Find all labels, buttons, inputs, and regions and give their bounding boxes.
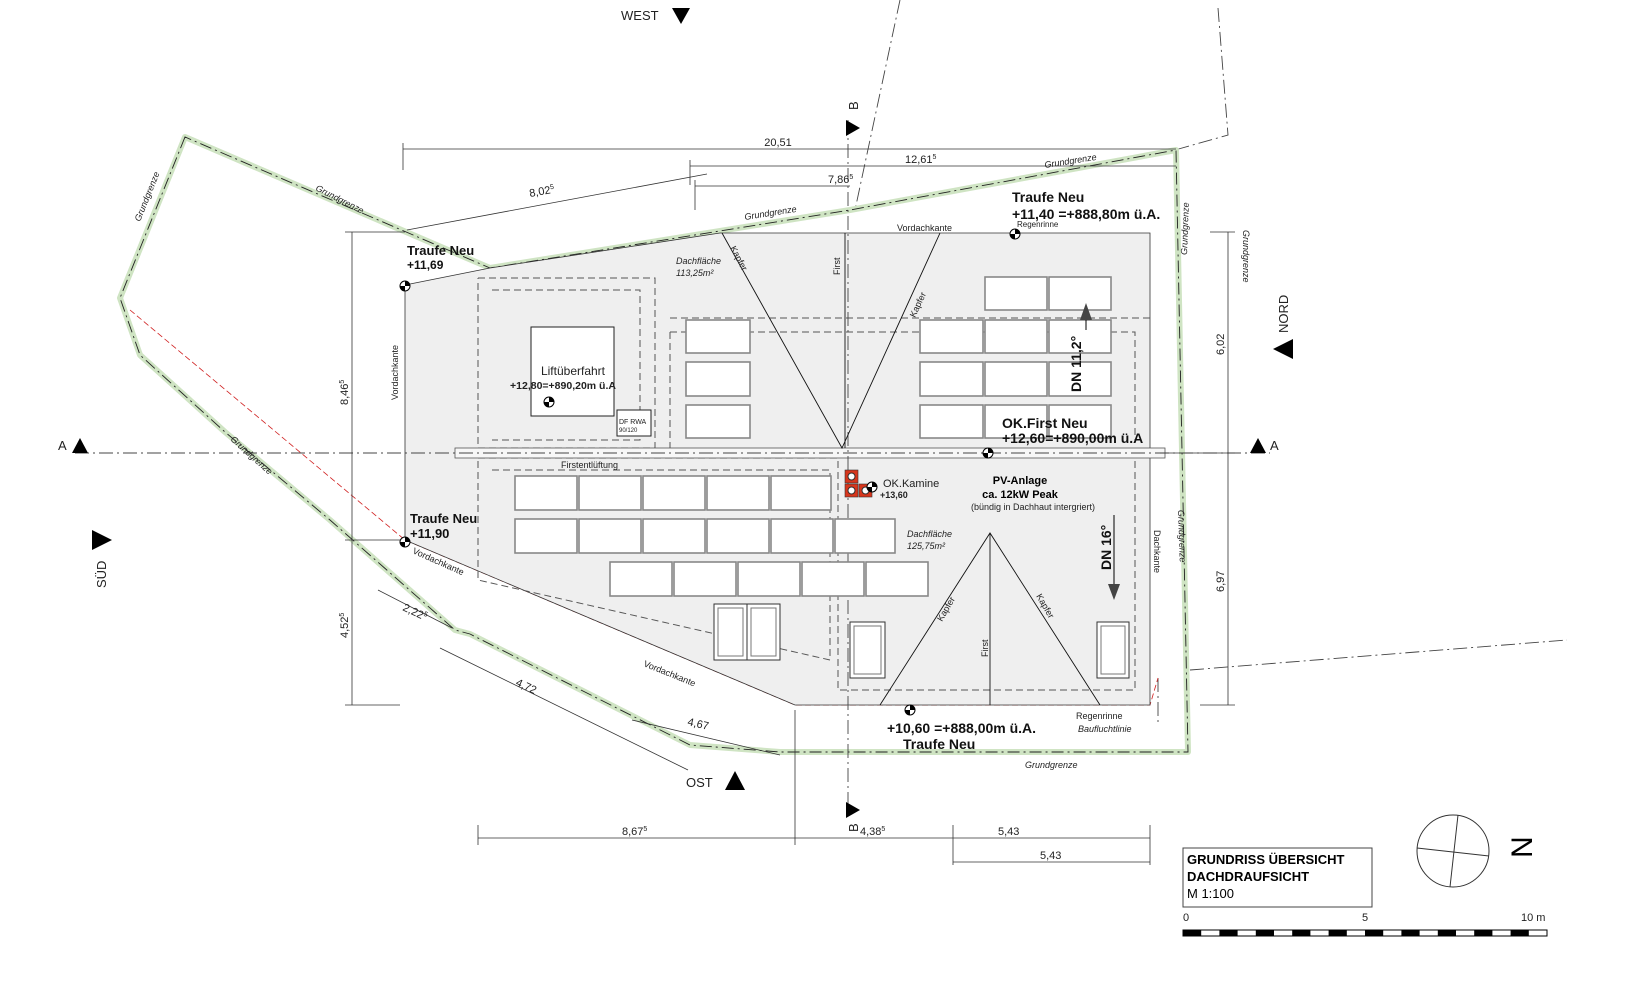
- title-line-1: GRUNDRISS ÜBERSICHT: [1187, 852, 1345, 867]
- dachkante-label: Dachkante: [1152, 530, 1162, 573]
- dn-11-2-label: DN 11,2°: [1068, 336, 1084, 392]
- north-compass-icon: [1416, 814, 1490, 888]
- df-rwa-label: DF RWA: [619, 419, 647, 426]
- lift-level: +12,80=+890,20m ü.A: [510, 380, 616, 392]
- section-b-arrow-icon: [846, 120, 860, 136]
- traufe-level-bottom: +10,60 =+888,00m ü.A.: [887, 720, 1036, 736]
- df-rwa-box: [616, 409, 652, 437]
- scale-bar-segment: [1219, 930, 1238, 936]
- sued-label: SÜD: [94, 561, 109, 588]
- traufe-level-1169: +11,69: [407, 258, 444, 272]
- dachflaeche-area-2: 125,75m²: [907, 541, 946, 551]
- scale-bar: [1182, 929, 1548, 937]
- traufe-level-top: +11,40 =+888,80m ü.A.: [1012, 206, 1160, 222]
- dim-left-lower: 4,525: [339, 613, 351, 638]
- scale-bar-segment: [1474, 930, 1493, 936]
- vordachkante-label: Vordachkante: [897, 223, 952, 233]
- pv-title: PV-Anlage: [993, 475, 1047, 487]
- west-arrow-icon: [672, 8, 690, 24]
- scale-bar-segment: [1183, 930, 1202, 936]
- vordachkante-label: Vordachkante: [390, 345, 400, 400]
- grundgrenze-label: Grundgrenze: [1179, 202, 1191, 255]
- level-markers: [399, 228, 1021, 716]
- traufe-neu-label: Traufe Neu: [407, 243, 474, 258]
- scale-bar-segment: [1365, 930, 1384, 936]
- cadastral-lines: [854, 0, 1568, 725]
- nord-label: NORD: [1276, 295, 1291, 333]
- north-label: N: [1506, 836, 1539, 858]
- grundgrenze-label: Grundgrenze: [1241, 230, 1251, 283]
- dim-bottom-4: 5,43: [1040, 850, 1061, 862]
- dim-top-12: 12,615: [905, 154, 937, 166]
- traufe-neu-label: Traufe Neu: [903, 736, 975, 752]
- section-b-label: B: [846, 101, 861, 110]
- regenrinne-label: Regenrinne: [1076, 711, 1123, 721]
- first-label: First: [980, 639, 990, 657]
- title-line-2: DACHDRAUFSICHT: [1187, 869, 1309, 884]
- west-label: WEST: [621, 8, 659, 23]
- traufe-level-1190: +11,90: [410, 526, 449, 541]
- ok-first-level: +12,60=+890,00m ü.A: [1002, 430, 1143, 446]
- scale-label-0: 0: [1183, 912, 1189, 924]
- dim-bottom-1: 8,675: [622, 826, 647, 838]
- property-boundary-line: [119, 136, 1189, 753]
- section-a-label: A: [1270, 438, 1279, 453]
- dn-16-label: DN 16°: [1098, 525, 1114, 570]
- dim-left-upper: 8,465: [339, 380, 351, 405]
- dim-diag-3: 4,67: [686, 716, 710, 733]
- scale-label-10: 10 m: [1521, 912, 1545, 924]
- ost-arrow-icon: [725, 771, 745, 790]
- sued-arrow-icon: [92, 530, 112, 550]
- scale-bar-segment: [1401, 930, 1420, 936]
- dachflaeche-area-1: 113,25m²: [676, 268, 714, 278]
- df-rwa-size: 90/120: [619, 428, 638, 434]
- title-block: [1182, 847, 1373, 908]
- pv-power: ca. 12kW Peak: [982, 489, 1059, 501]
- ok-kamine-level: +13,60: [880, 490, 908, 500]
- lift-title: Liftüberfahrt: [541, 364, 606, 378]
- scale-bar-segment: [1437, 930, 1456, 936]
- slope-arrow-up-icon: [1080, 303, 1092, 320]
- ost-label: OST: [686, 775, 713, 790]
- dim-top-diag: 8,025: [528, 184, 555, 200]
- dim-right-upper: 6,02: [1215, 334, 1227, 355]
- dormer-lines: [721, 232, 1101, 706]
- dim-right-lower: 6,97: [1215, 571, 1227, 592]
- scale-bar-segment: [1328, 930, 1347, 936]
- title-scale: M 1:100: [1187, 886, 1234, 901]
- first-label: First: [832, 257, 842, 275]
- dim-top-total: 20,51: [764, 137, 792, 149]
- pv-panels: [514, 276, 1112, 597]
- grundgrenze-label: Grundgrenze: [1176, 510, 1188, 563]
- regenrinne-label: Regenrinne: [1017, 220, 1059, 229]
- ok-first-label: OK.First Neu: [1002, 415, 1088, 431]
- firstentlueftung-label: Firstentlüftung: [561, 460, 618, 470]
- pv-note: (bündig in Dachhaut intergriert): [971, 502, 1095, 512]
- scale-bar-segment: [1510, 930, 1529, 936]
- dachflaeche-label: Dachfläche: [676, 256, 721, 266]
- section-a-label: A: [58, 438, 67, 453]
- traufe-neu-label: Traufe Neu: [410, 511, 477, 526]
- section-b-label: B: [846, 823, 861, 832]
- grundgrenze-label: Grundgrenze: [1025, 760, 1078, 770]
- section-a-arrow-icon: [1250, 438, 1266, 453]
- traufe-neu-label: Traufe Neu: [1012, 189, 1084, 205]
- ok-kamine-label: OK.Kamine: [883, 478, 939, 490]
- dachflaeche-label: Dachfläche: [907, 529, 952, 539]
- scale-bar-segment: [1255, 930, 1274, 936]
- baufluchtlinie-line: [129, 309, 1159, 706]
- section-a-arrow-icon: [72, 438, 88, 453]
- dim-bottom-2: 4,385: [860, 826, 885, 838]
- dimension-lines: [345, 143, 1235, 865]
- scale-label-5: 5: [1362, 912, 1368, 924]
- roof-windows: [713, 603, 1130, 679]
- baufluchtlinie-label: Baufluchtlinie: [1078, 724, 1132, 734]
- nord-arrow-icon: [1273, 339, 1293, 359]
- dashed-outlines: [477, 277, 1150, 691]
- scale-bar-segment: [1292, 930, 1311, 936]
- slope-arrow-down-icon: [1108, 584, 1120, 600]
- section-b-arrow-icon: [846, 802, 860, 818]
- dim-bottom-3: 5,43: [998, 826, 1019, 838]
- dim-top-7: 7,865: [828, 174, 853, 186]
